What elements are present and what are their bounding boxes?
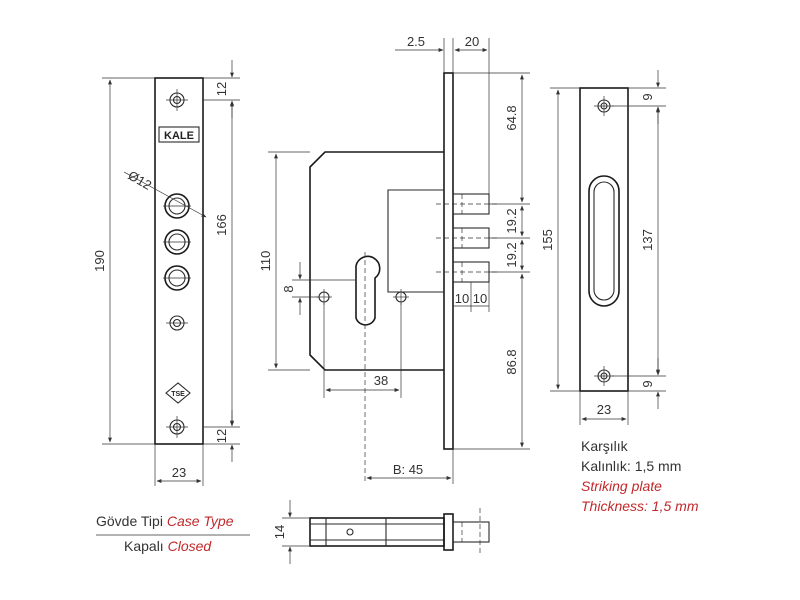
striking-plate-thickness-en: Thickness: 1,5 mm xyxy=(581,498,699,514)
kale-logo-text: KALE xyxy=(164,130,194,142)
closed-tr: Kapalı xyxy=(124,538,164,554)
case-type-tr: Gövde Tipi xyxy=(96,513,163,529)
dim-2-5: 2.5 xyxy=(407,34,425,49)
dim-110: 110 xyxy=(258,251,273,272)
body-screw-left xyxy=(316,289,332,305)
faceplate-view: KALE Ø12 TSE xyxy=(92,60,240,486)
faceplate-top-screw-hole xyxy=(166,89,188,111)
dim-155: 155 xyxy=(540,229,555,251)
striking-plate-title-en: Striking plate xyxy=(581,478,662,494)
dim-9-bottom: 9 xyxy=(640,380,655,387)
lock-body-view: 2.5 20 110 8 38 B: 45 64.8 19.2 1 xyxy=(258,34,530,484)
dim-12-bottom: 12 xyxy=(214,429,229,443)
bolt-hole-1 xyxy=(163,193,191,219)
bolt-hole-3 xyxy=(163,265,191,291)
cylinder-cutout xyxy=(355,255,381,326)
top-view-front-plate xyxy=(443,513,454,551)
strike-bolt-slot xyxy=(588,175,620,307)
closed-caption: Kapalı Closed xyxy=(124,538,211,554)
striking-plate-title-tr: Karşılık xyxy=(581,438,628,454)
dim-23-faceplate: 23 xyxy=(172,465,186,480)
dim-86-8: 86.8 xyxy=(504,349,519,374)
dim-20: 20 xyxy=(465,34,479,49)
dim-12-top: 12 xyxy=(214,82,229,96)
striking-plate-thickness-tr: Kalınlık: 1,5 mm xyxy=(581,458,682,474)
dim-14: 14 xyxy=(272,525,287,539)
dim-190: 190 xyxy=(92,250,107,272)
dim-64-8: 64.8 xyxy=(504,105,519,130)
top-view-case xyxy=(309,517,445,547)
strike-bottom-screw-hole xyxy=(594,366,614,386)
dim-10-a: 10 xyxy=(455,291,469,306)
top-view-bolt xyxy=(452,521,490,543)
tse-logo: TSE xyxy=(165,382,191,404)
tse-logo-text: TSE xyxy=(171,391,185,398)
dim-8: 8 xyxy=(281,285,296,292)
dim-166: 166 xyxy=(214,214,229,236)
dim-diameter-12: Ø12 xyxy=(126,168,155,193)
striking-plate-outline xyxy=(579,87,629,392)
dim-10-b: 10 xyxy=(473,291,487,306)
case-type-caption: Gövde Tipi Case Type xyxy=(96,513,234,529)
lock-case-outline xyxy=(309,151,444,371)
dim-137: 137 xyxy=(640,229,655,251)
dim-23-strike: 23 xyxy=(597,402,611,417)
strike-top-screw-hole xyxy=(594,96,614,116)
closed-en: Closed xyxy=(167,538,212,554)
bolt-hole-2 xyxy=(163,229,191,255)
faceplate-outline xyxy=(154,77,204,445)
dim-19-2-b: 19.2 xyxy=(504,242,519,267)
diameter-leader xyxy=(123,171,207,218)
faceplate-middle-screw-hole xyxy=(166,315,188,331)
dim-9-top: 9 xyxy=(640,93,655,100)
kale-logo: KALE xyxy=(158,126,200,143)
bolt-carrier xyxy=(387,189,444,293)
dim-19-2-a: 19.2 xyxy=(504,208,519,233)
body-screw-right xyxy=(393,289,409,305)
faceplate-bottom-screw-hole xyxy=(166,416,188,438)
lock-front-plate xyxy=(443,72,454,450)
lock-top-view: 14 xyxy=(272,500,490,564)
case-type-en: Case Type xyxy=(166,513,234,529)
dim-38: 38 xyxy=(374,373,388,388)
striking-plate-view: 155 9 137 9 23 xyxy=(540,70,666,425)
dim-backset-45: B: 45 xyxy=(393,462,423,477)
striking-plate-notes: Karşılık Kalınlık: 1,5 mm Striking plate… xyxy=(581,436,698,516)
